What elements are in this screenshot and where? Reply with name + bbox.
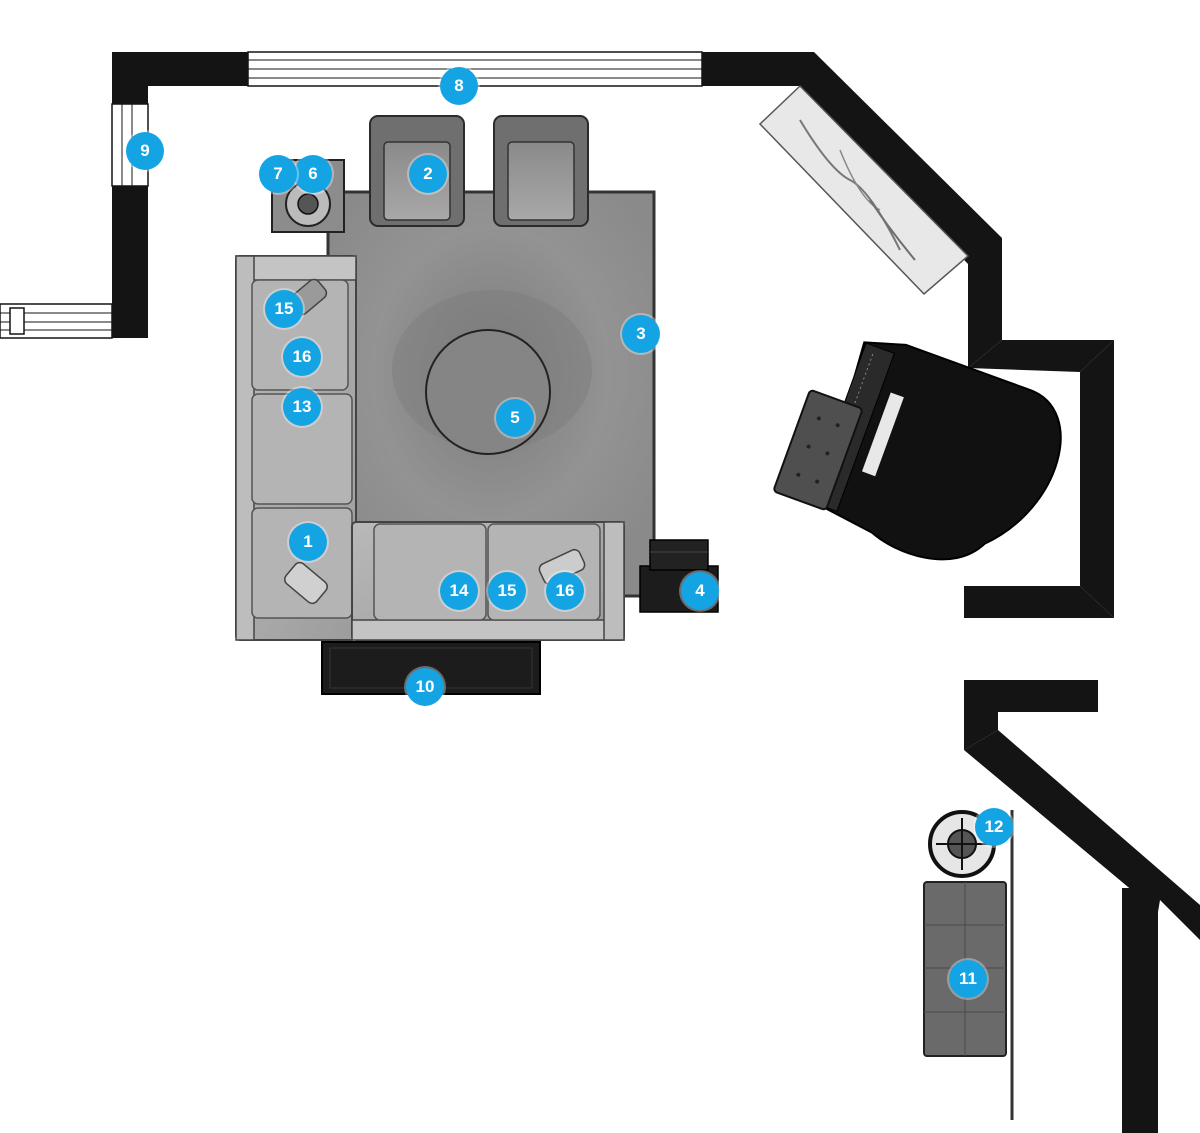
wall-top-left [112,52,248,104]
wall-left-lower [112,186,148,338]
wall-lower-stub [964,680,1098,750]
wall-alcove-bottom [964,586,1114,618]
marble-console [758,84,970,296]
wall-diagonal-lower [964,730,1200,940]
wall-right-short [968,238,1002,368]
piano-bench [773,389,863,511]
wall-diagonal-upper [800,52,1002,264]
side-table-top [271,159,345,233]
floor-lamp [928,810,996,878]
round-coffee-table [425,329,551,455]
tufted-bench [923,881,1007,1057]
wall-top-right [702,52,814,86]
wall-alcove-top [968,340,1114,372]
accent-chair-right [493,115,589,227]
accent-chair-left [369,115,465,227]
walls [112,52,1200,1133]
window-left [111,103,149,187]
wall-alcove-right [1080,340,1114,618]
wall-right-lower [1122,888,1158,1133]
console-table [321,641,541,695]
end-table-stack [639,539,719,613]
